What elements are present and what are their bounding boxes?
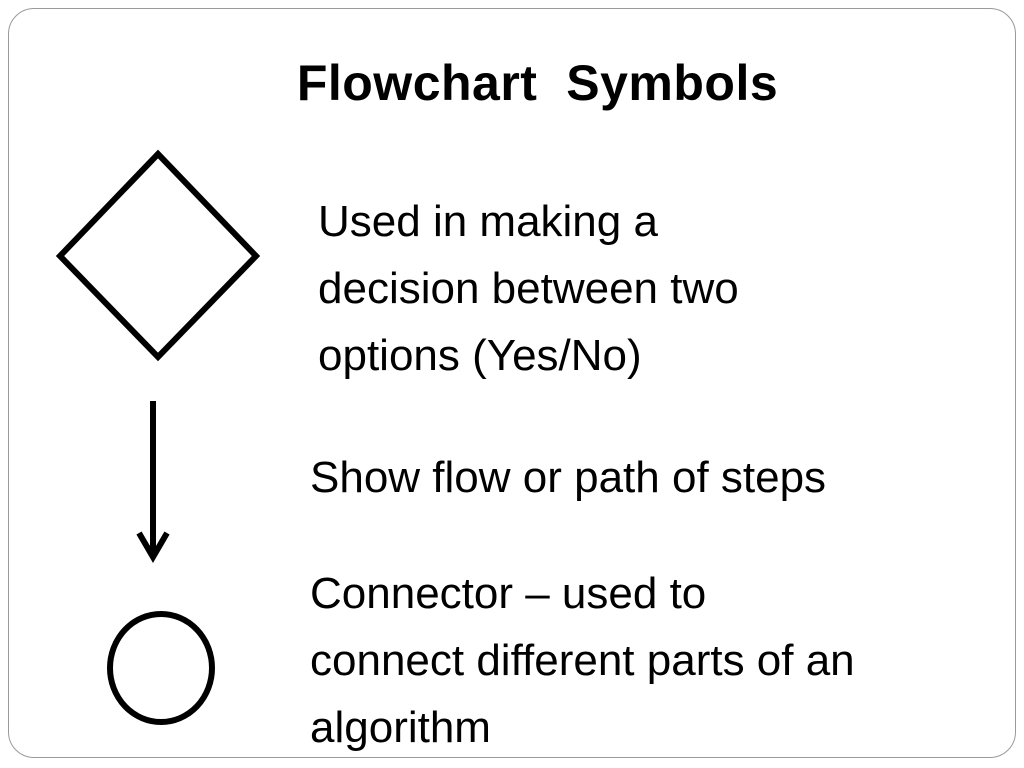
description-line: options (Yes/No) bbox=[318, 331, 642, 380]
description-line: Used in making a bbox=[318, 197, 658, 246]
flow-description: Show flow or path of steps bbox=[310, 444, 826, 511]
decision-description: Used in making a decision between two op… bbox=[318, 188, 739, 389]
description-line: Connector – used to bbox=[310, 569, 707, 618]
description-line: algorithm bbox=[310, 703, 491, 752]
description-line: connect different parts of an bbox=[310, 636, 855, 685]
page-title: Flowchart Symbols bbox=[296, 55, 779, 111]
arrow-down-icon bbox=[136, 401, 170, 563]
connector-description: Connector – used to connect different pa… bbox=[310, 560, 855, 761]
description-line: decision between two bbox=[318, 264, 739, 313]
description-line: Show flow or path of steps bbox=[310, 453, 827, 502]
slide-frame bbox=[8, 8, 1016, 758]
circle-connector-icon bbox=[107, 611, 215, 725]
diamond-decision-icon bbox=[55, 149, 261, 362]
